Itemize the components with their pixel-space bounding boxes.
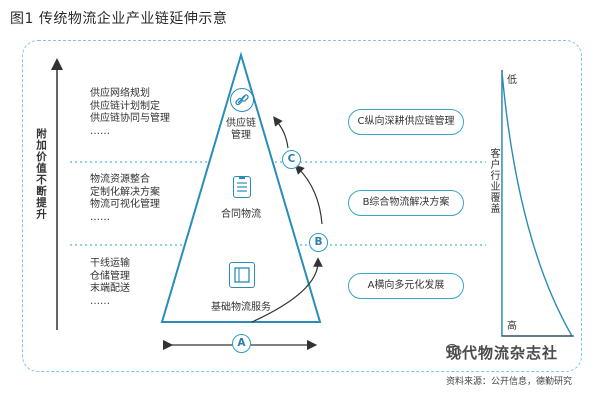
tier-label-middle: 合同物流 [221,209,261,220]
list-item: 干线运输 [90,258,130,269]
right-axis-bottom-label: 高 [507,321,517,332]
diagram-frame [22,40,582,372]
right-axis-label: 客户行业覆盖 [488,148,499,214]
list-item: 供应链协同与管理 [90,113,170,124]
watermark: 现代物流杂志社 [445,344,558,362]
box-icon [229,262,255,288]
list-item: 物流资源整合 [90,174,150,185]
direction-c-marker: C [282,150,301,169]
list-item: 仓储管理 [90,270,130,282]
direction-a-marker: A [232,334,251,353]
direction-c-box: C纵向深耕供应链管理 [348,109,464,135]
tier-label-bottom: 基础物流服务 [211,302,271,313]
source-note: 资料来源：公开信息，德勤研究 [445,377,572,387]
curve-arrow-c-top [273,116,289,149]
list-item: 物流可视化管理 [90,199,160,210]
tier-list-top: 供应网络规划 供应链计划制定 供应链协同与管理 …… [90,88,170,138]
curve-arrow-a-b [251,257,323,323]
link-icon [230,88,254,112]
direction-b-marker: B [309,233,328,252]
wechat-icon [446,343,462,356]
list-item: 末端配送 [90,283,130,294]
coverage-curve [501,71,574,337]
clipboard-icon [233,176,251,198]
direction-b-box: B综合物流解决方案 [348,190,464,216]
list-item: …… [90,125,110,137]
curve-arrow-b-c [294,164,323,225]
list-item: …… [90,211,110,223]
figure-title: 图1 传统物流企业产业链延伸示意 [10,11,228,27]
list-item: …… [90,295,110,307]
tier-list-bottom: 干线运输 仓储管理 末端配送 …… [90,258,130,308]
list-item: 供应网络规划 [90,88,150,99]
direction-a-box: A横向多元化发展 [348,273,464,299]
tier-list-middle: 物流资源整合 定制化解决方案 物流可视化管理 …… [90,174,160,224]
y-axis-label: 附加价值不断提升 [35,128,47,220]
tier-label-top: 供应链 管理 [226,118,256,141]
list-item: 供应链计划制定 [90,100,160,112]
list-item: 定制化解决方案 [90,186,160,198]
right-axis-top-label: 低 [507,75,517,86]
